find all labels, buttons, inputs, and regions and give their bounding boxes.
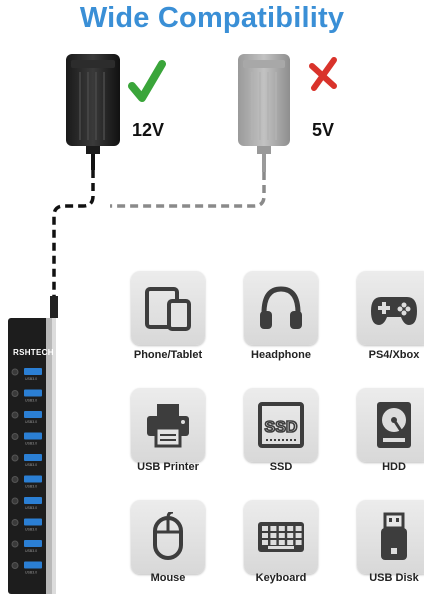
usb-port-label: USB3.0 (25, 377, 37, 381)
port-switch (11, 476, 19, 483)
voltage-5v: 5V (312, 120, 335, 140)
usb-port (24, 389, 42, 397)
usb-port (24, 561, 42, 569)
usb-port-label: USB3.0 (25, 571, 37, 575)
port-switch (11, 411, 19, 419)
device-label: USB Disk (369, 572, 419, 584)
usb-port-label: USB3.0 (25, 399, 37, 403)
device-label: USB Printer (137, 461, 199, 473)
usb-port-label: USB3.0 (25, 442, 37, 446)
power-adapter-diagram (50, 54, 337, 318)
device-label: PS4/Xbox (368, 349, 420, 361)
printer-icon (147, 404, 189, 448)
device-label: Keyboard (255, 572, 307, 584)
usb-port (24, 411, 42, 418)
usb-port (24, 368, 42, 375)
port-switch (11, 390, 19, 397)
page-title: Wide Compatibility (79, 2, 345, 34)
device-label: HDD (382, 461, 406, 473)
port-switch (11, 497, 19, 505)
port-switch (11, 454, 19, 462)
keyboard-icon (258, 522, 304, 552)
check-icon (128, 60, 166, 102)
headphone-icon (260, 286, 302, 329)
port-switch (11, 433, 19, 440)
adapter-12v (66, 54, 120, 170)
device-label: Headphone (251, 349, 311, 361)
device-tile (131, 388, 205, 462)
device-tile (131, 500, 205, 574)
adapter-5v (238, 54, 290, 172)
usb-port-label: USB3.0 (25, 485, 37, 489)
usb-port (24, 518, 42, 526)
mouse-icon (153, 512, 183, 560)
usb-port (24, 454, 42, 461)
usb-port-label: USB3.0 (25, 528, 37, 532)
device-label: Phone/Tablet (133, 349, 203, 361)
svg-text:SSD: SSD (265, 419, 298, 436)
voltage-12v: 12V (132, 120, 165, 140)
hub-brand: RSHTECH (13, 348, 54, 357)
device-tile (244, 500, 318, 574)
usb-port (24, 432, 42, 440)
usb-port-label: USB3.0 (25, 506, 37, 510)
device-tile (357, 271, 424, 345)
usb-port-label: USB3.0 (25, 463, 37, 467)
usb-port-column: USB3.0USB3.0USB3.0USB3.0USB3.0USB3.0USB3… (11, 368, 42, 575)
usb-hub-image: USB3.0USB3.0USB3.0USB3.0USB3.0USB3.0USB3… (8, 318, 56, 594)
usb-port (24, 497, 42, 504)
cross-icon (309, 57, 337, 91)
device-tile (357, 388, 424, 462)
port-switch (11, 519, 19, 526)
ssd-icon: SSD (258, 402, 304, 448)
port-switch (11, 368, 19, 376)
device-label: Mouse (150, 572, 186, 584)
device-tile (357, 500, 424, 574)
device-tile (244, 271, 318, 345)
usb-port (24, 475, 42, 483)
device-tile (131, 271, 205, 345)
gamepad-icon (371, 297, 417, 325)
usb-port (24, 540, 42, 547)
port-switch (11, 562, 19, 569)
hdd-icon (377, 402, 411, 448)
usb-disk-icon (381, 512, 407, 560)
usb-port-label: USB3.0 (25, 549, 37, 553)
device-tile: SSD (244, 388, 318, 462)
device-label: SSD (269, 461, 293, 473)
phone-tablet-icon (145, 287, 191, 331)
port-switch (11, 540, 19, 548)
usb-port-label: USB3.0 (25, 420, 37, 424)
